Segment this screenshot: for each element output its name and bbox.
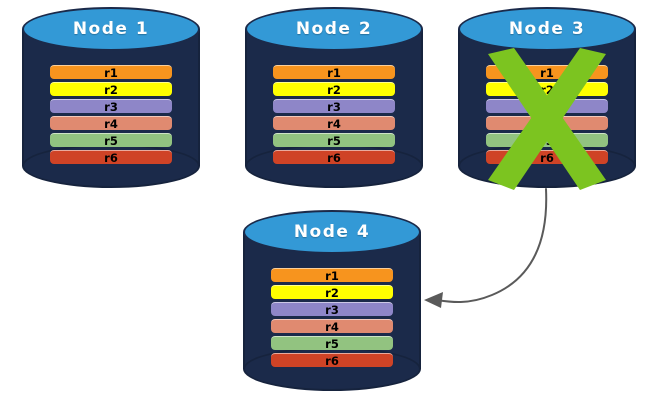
record-bar-r6[interactable]: r6: [485, 150, 609, 165]
record-bar-r2[interactable]: r2: [485, 82, 609, 97]
record-bar-r4[interactable]: r4: [49, 116, 173, 131]
node-cylinder-node2[interactable]: Node 2 r1 r2 r3 r4 r5 r6: [245, 7, 423, 188]
arrow-path: [436, 188, 548, 303]
node-cylinder-node3[interactable]: Node 3 r1 r2 r3 r4 r5 r6: [458, 7, 636, 190]
record-bar-r5[interactable]: r5: [270, 336, 394, 351]
arrow-head-icon: [424, 292, 443, 308]
record-bar-r3[interactable]: r3: [485, 99, 609, 114]
cylinder-top-ellipse: [245, 7, 423, 51]
record-bar-r2[interactable]: r2: [270, 285, 394, 300]
record-stack-node4: r1 r2 r3 r4 r5 r6: [243, 268, 421, 368]
record-bar-r3[interactable]: r3: [270, 302, 394, 317]
node-title-node2: Node 2: [295, 19, 373, 39]
cylinder-top-ellipse: [243, 210, 421, 254]
node-cylinder-node4[interactable]: Node 4 r1 r2 r3 r4 r5 r6: [243, 210, 421, 391]
node-title-node1: Node 1: [72, 19, 150, 39]
record-bar-r1[interactable]: r1: [49, 65, 173, 80]
node-cylinder-node1[interactable]: Node 1 r1 r2 r3 r4 r5 r6: [22, 7, 200, 188]
record-bar-r1[interactable]: r1: [270, 268, 394, 283]
record-bar-r6[interactable]: r6: [270, 353, 394, 368]
record-bar-r5[interactable]: r5: [485, 133, 609, 148]
record-bar-r2[interactable]: r2: [49, 82, 173, 97]
cylinder-top-ellipse: [22, 7, 200, 51]
record-bar-r1[interactable]: r1: [485, 65, 609, 80]
record-bar-r3[interactable]: r3: [272, 99, 396, 114]
record-bar-r4[interactable]: r4: [270, 319, 394, 334]
record-stack-node3: r1 r2 r3 r4 r5 r6: [458, 65, 636, 165]
record-bar-r3[interactable]: r3: [49, 99, 173, 114]
record-bar-r2[interactable]: r2: [272, 82, 396, 97]
record-bar-r6[interactable]: r6: [49, 150, 173, 165]
record-bar-r5[interactable]: r5: [49, 133, 173, 148]
record-bar-r6[interactable]: r6: [272, 150, 396, 165]
record-bar-r4[interactable]: r4: [485, 116, 609, 131]
record-stack-node2: r1 r2 r3 r4 r5 r6: [245, 65, 423, 165]
record-bar-r4[interactable]: r4: [272, 116, 396, 131]
record-stack-node1: r1 r2 r3 r4 r5 r6: [22, 65, 200, 165]
record-bar-r1[interactable]: r1: [272, 65, 396, 80]
node-title-node3: Node 3: [508, 19, 586, 39]
node-title-node4: Node 4: [293, 222, 371, 242]
record-bar-r5[interactable]: r5: [272, 133, 396, 148]
